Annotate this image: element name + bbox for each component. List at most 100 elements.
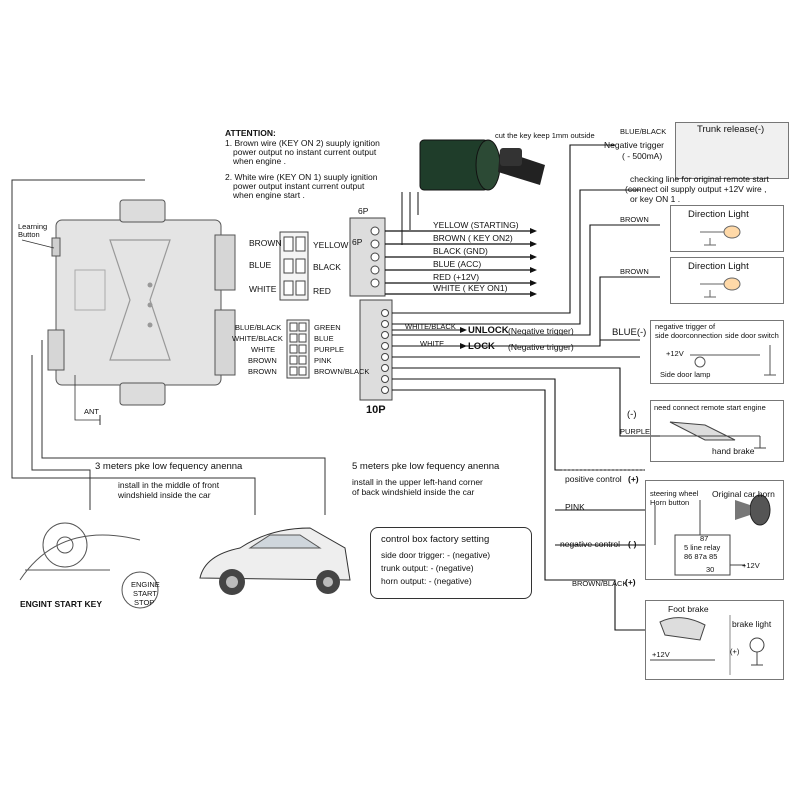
antenna3-desc: install in the middle of front bbox=[118, 480, 220, 490]
attention-line: 2. White wire (KEY ON 1) suuply ignition bbox=[225, 172, 378, 182]
foot-plus: (+) bbox=[730, 647, 740, 656]
attention-line: when engine . bbox=[233, 156, 286, 166]
checking-text: (connect oil supply output +12V wire , bbox=[625, 184, 767, 194]
wire-label: BLUE bbox=[249, 260, 272, 270]
door-text: Side door lamp bbox=[660, 370, 711, 379]
door-wire: BLUE(-) bbox=[612, 327, 647, 338]
wire6p-label: RED (+12V) bbox=[433, 272, 480, 282]
hand-brake-icon bbox=[660, 421, 766, 449]
direction2-panel bbox=[670, 257, 784, 304]
start-key-button-text: STOP bbox=[134, 598, 155, 607]
antenna3-title: 3 meters pke low fequency anenna bbox=[95, 461, 243, 472]
horn-icon bbox=[735, 494, 771, 526]
factory-title: control box factory setting bbox=[381, 534, 490, 545]
direction2-title: Direction Light bbox=[688, 261, 749, 272]
wire-label: PURPLE bbox=[314, 345, 345, 354]
key-note: cut the key keep 1mm outside bbox=[495, 131, 595, 140]
direction1-title: Direction Light bbox=[688, 209, 749, 220]
wire-label: BLUE/BLACK bbox=[235, 323, 282, 332]
start-key-label: ENGINT START KEY bbox=[20, 599, 103, 609]
trunk-wire: BLUE/BLACK bbox=[620, 127, 667, 136]
horn-neg: negative control bbox=[560, 539, 621, 549]
horn-panel bbox=[645, 480, 784, 580]
car-illustration bbox=[199, 527, 351, 595]
trunk-desc: ( - 500mA) bbox=[622, 151, 663, 161]
antenna5-desc: of back windshield inside the car bbox=[352, 487, 475, 497]
trunk-panel bbox=[675, 122, 789, 179]
trunk-title: Trunk release(-) bbox=[697, 124, 765, 135]
factory-setting-box bbox=[370, 527, 532, 599]
door-circuit bbox=[690, 345, 776, 376]
trunk-desc: Negative trigger bbox=[604, 140, 665, 150]
wire-label: BROWN bbox=[249, 238, 282, 248]
direction-light-icon-2 bbox=[700, 277, 741, 298]
wire-label: GREEN bbox=[314, 323, 341, 332]
connector-6p-label: 6P bbox=[358, 206, 369, 216]
wire6p-label: YELLOW (STARTING) bbox=[433, 220, 519, 230]
factory-line: side door trigger: - (negative) bbox=[381, 550, 491, 560]
horn-text: steering wheel bbox=[650, 489, 699, 498]
factory-line: horn output: - (negative) bbox=[381, 576, 472, 586]
wire-label: BROWN/BLACK bbox=[314, 367, 370, 376]
purple-wire: PURPLE bbox=[620, 427, 651, 436]
horn-pos-sign: (+) bbox=[628, 474, 639, 484]
direction1-panel bbox=[670, 205, 784, 252]
door-text: +12V bbox=[666, 349, 684, 358]
antenna3-desc: windshield inside the car bbox=[118, 490, 211, 500]
connector-6p-label: 6P bbox=[352, 237, 363, 247]
lock-trigger: (Negative trigger) bbox=[508, 342, 574, 352]
door-text: negative trigger of bbox=[655, 322, 716, 331]
wire6p-label: BROWN ( KEY ON2) bbox=[433, 233, 513, 243]
unlock-label: UNLOCK bbox=[468, 325, 509, 336]
horn-text: Original car horn bbox=[712, 489, 775, 499]
purple-sign: (-) bbox=[627, 409, 637, 420]
attention-line: 1. Brown wire (KEY ON 2) suuply ignition bbox=[225, 138, 380, 148]
attention-line: power output instant current output bbox=[233, 181, 365, 191]
wire-label: BROWN bbox=[248, 367, 277, 376]
horn-text: Horn button bbox=[650, 498, 690, 507]
relay-pins: 86 87a 85 bbox=[684, 552, 718, 561]
wire6p-label: WHITE ( KEY ON1) bbox=[433, 283, 508, 293]
wire-label: BLUE bbox=[314, 334, 334, 343]
wire-label: BROWN bbox=[248, 356, 277, 365]
unlock-trigger: (Negative trigger) bbox=[508, 326, 574, 336]
foot-sign: (+) bbox=[625, 577, 636, 587]
door-panel bbox=[650, 320, 784, 384]
ant-label: ANT bbox=[84, 407, 99, 416]
attention-title: ATTENTION: bbox=[225, 128, 276, 138]
direction-light-icon-1 bbox=[700, 225, 741, 246]
door-text: side door switch bbox=[725, 331, 779, 340]
wire-label: WHITE bbox=[251, 345, 276, 354]
wire-label: WHITE bbox=[249, 284, 277, 294]
lock-wire: WHITE bbox=[420, 339, 445, 348]
foot-12v: +12V bbox=[652, 650, 670, 659]
factory-line: trunk output: - (negative) bbox=[381, 563, 474, 573]
foot-panel bbox=[645, 600, 784, 680]
antenna5-desc: install in the upper left-hand corner bbox=[352, 477, 483, 487]
connector-10p-label: 10P bbox=[366, 404, 386, 416]
left-6p-connector bbox=[279, 231, 309, 301]
relay-pin87: 87 bbox=[700, 534, 709, 543]
handbrake-text: need connect remote start engine bbox=[654, 403, 766, 412]
attention-line: when engine start . bbox=[233, 190, 305, 200]
learning-button-label: Learning Button bbox=[18, 222, 48, 239]
lock-label: LOCK bbox=[468, 341, 495, 352]
door-text: side doorconnection bbox=[655, 331, 723, 340]
wire-label: WHITE/BLACK bbox=[232, 334, 283, 343]
wire6p-label: BLUE (ACC) bbox=[433, 259, 482, 269]
relay-text: 5 line relay bbox=[684, 543, 721, 552]
horn-neg-sign: (-) bbox=[628, 539, 637, 549]
horn-pink: PINK bbox=[565, 502, 585, 512]
start-key-button-text: START bbox=[133, 589, 157, 598]
left-10p-connector bbox=[286, 319, 310, 379]
antenna-wire bbox=[11, 179, 256, 515]
dashboard-illustration bbox=[19, 522, 159, 609]
wire-label: PINK bbox=[314, 356, 332, 365]
relay-12v: +12V bbox=[742, 561, 760, 570]
handbrake-panel bbox=[650, 400, 784, 462]
foot-brake-icon bbox=[650, 615, 765, 675]
10p-plug bbox=[359, 299, 393, 401]
ignition-cylinder bbox=[401, 139, 545, 245]
antenna5-title: 5 meters pke low fequency anenna bbox=[352, 461, 500, 472]
